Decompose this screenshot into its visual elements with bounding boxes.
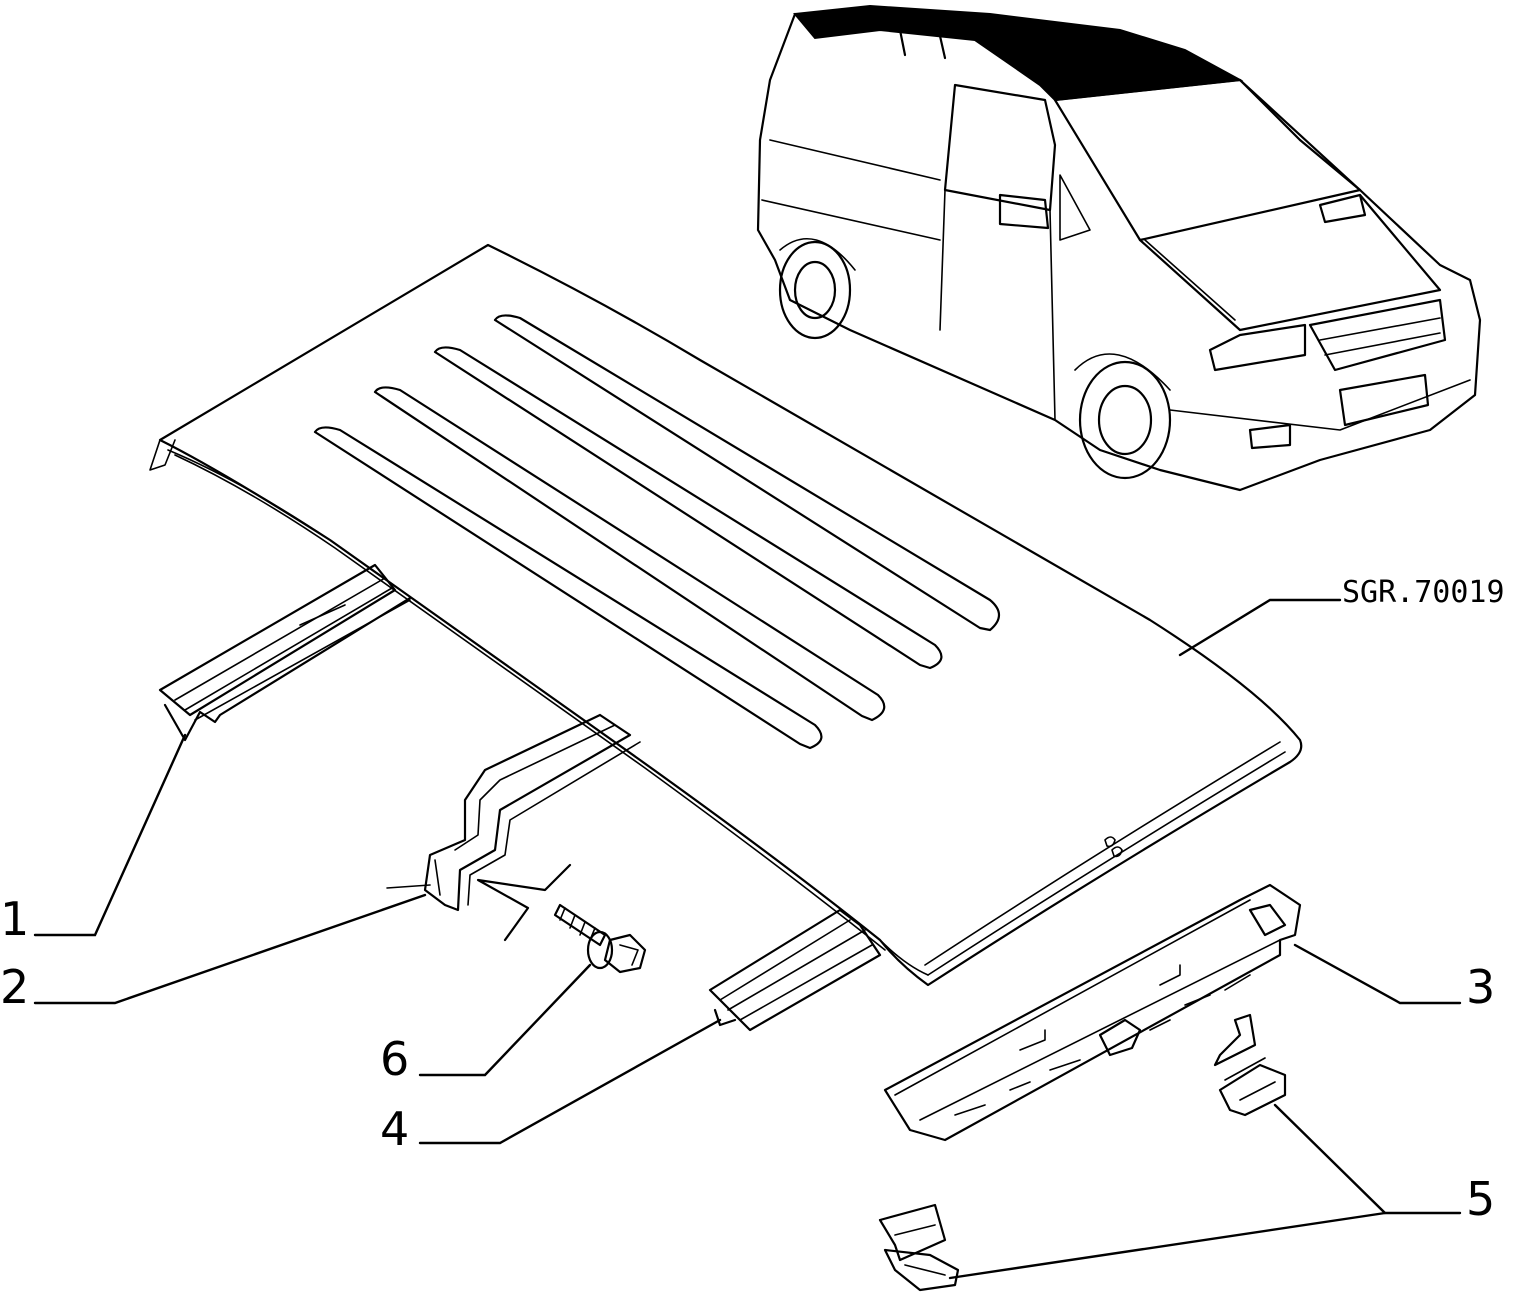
part-3-rear-header — [883, 883, 1302, 1142]
van-body-outline — [756, 12, 1482, 492]
leader-5b — [948, 1211, 1387, 1280]
callout-1: 1 — [0, 892, 29, 946]
callout-2: 2 — [0, 960, 29, 1014]
part-5-bracket-upper — [1213, 1013, 1287, 1117]
leader-ref — [1178, 598, 1342, 657]
part-5-brackets — [878, 1013, 1287, 1292]
leader-lines — [33, 598, 1462, 1280]
front-wheel — [1074, 353, 1172, 480]
leader-5a — [1273, 1103, 1462, 1215]
part-6-bolt — [553, 903, 647, 974]
arrow-indicator — [476, 863, 572, 942]
van-roof-highlight — [793, 4, 1244, 102]
leader-1 — [33, 733, 187, 937]
roof-panel — [149, 243, 1303, 987]
part-5-bracket-lower — [878, 1203, 960, 1292]
van-illustration — [756, 4, 1482, 492]
part-2-cross-member — [386, 713, 641, 912]
callout-4: 4 — [380, 1102, 409, 1156]
leader-6 — [418, 963, 592, 1077]
callout-6: 6 — [380, 1032, 409, 1086]
reference-code: SGR.70019 — [1342, 575, 1505, 610]
van-windshield — [1053, 78, 1362, 242]
rear-wheel — [778, 238, 856, 340]
callout-3: 3 — [1466, 960, 1495, 1014]
part-4-rear-rail — [708, 908, 882, 1032]
leader-3 — [1293, 943, 1462, 1005]
roof-ribs — [313, 314, 1001, 750]
callout-5: 5 — [1466, 1172, 1495, 1226]
roof-panel-outline — [158, 243, 1303, 987]
leader-2 — [33, 893, 427, 1005]
part-1-side-rail — [158, 563, 412, 742]
leader-4 — [418, 1018, 722, 1145]
